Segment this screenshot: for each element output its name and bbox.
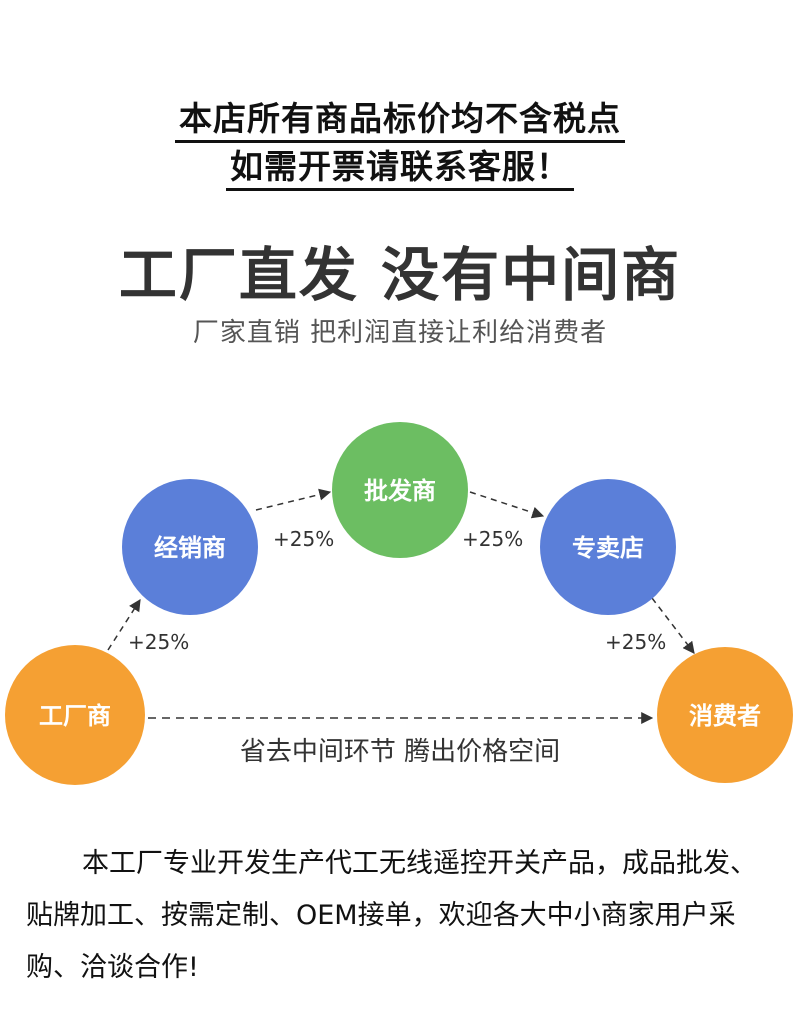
node-store-circle <box>540 479 676 615</box>
node-store: 专卖店 <box>540 479 676 615</box>
notice-tax-text: 本店所有商品标价均不含税点 <box>175 99 625 143</box>
markup-wholesaler-store: +25% <box>462 527 523 551</box>
notice-tax: 本店所有商品标价均不含税点 <box>0 92 800 143</box>
description: 本工厂专业开发生产代工无线遥控开关产品，成品批发、贴牌加工、按需定制、OEM接单… <box>26 848 757 983</box>
arrow-store-consumer <box>651 597 695 654</box>
direct-note: 省去中间环节 腾出价格空间 <box>240 737 560 767</box>
arrow-distributor-wholesaler <box>255 488 332 511</box>
node-consumer-label: 消费者 <box>689 702 761 730</box>
headline: 工厂直发 没有中间商 <box>118 241 682 309</box>
node-distributor-circle <box>122 479 258 615</box>
notice-invoice-text: 如需开票请联系客服！ <box>226 147 574 191</box>
node-wholesaler: 批发商 <box>332 422 468 558</box>
arrow-wholesaler-store <box>469 491 545 519</box>
node-store-label: 专卖店 <box>572 534 644 562</box>
node-factory: 工厂商 <box>5 645 145 785</box>
node-wholesaler-label: 批发商 <box>364 477 436 505</box>
node-distributor: 经销商 <box>122 479 258 615</box>
arrow-factory-distributor <box>107 598 141 651</box>
markup-store-consumer: +25% <box>605 630 666 654</box>
node-factory-circle <box>5 645 145 785</box>
markup-distributor-wholesaler: +25% <box>273 527 334 551</box>
markup-factory-distributor: +25% <box>128 630 189 654</box>
node-consumer: 消费者 <box>657 647 793 783</box>
node-wholesaler-circle <box>332 422 468 558</box>
subline: 厂家直销 把利润直接让利给消费者 <box>192 318 608 348</box>
notice-invoice: 如需开票请联系客服！ <box>0 140 800 191</box>
node-consumer-circle <box>657 647 793 783</box>
node-factory-label: 工厂商 <box>39 702 111 730</box>
node-distributor-label: 经销商 <box>154 534 226 562</box>
